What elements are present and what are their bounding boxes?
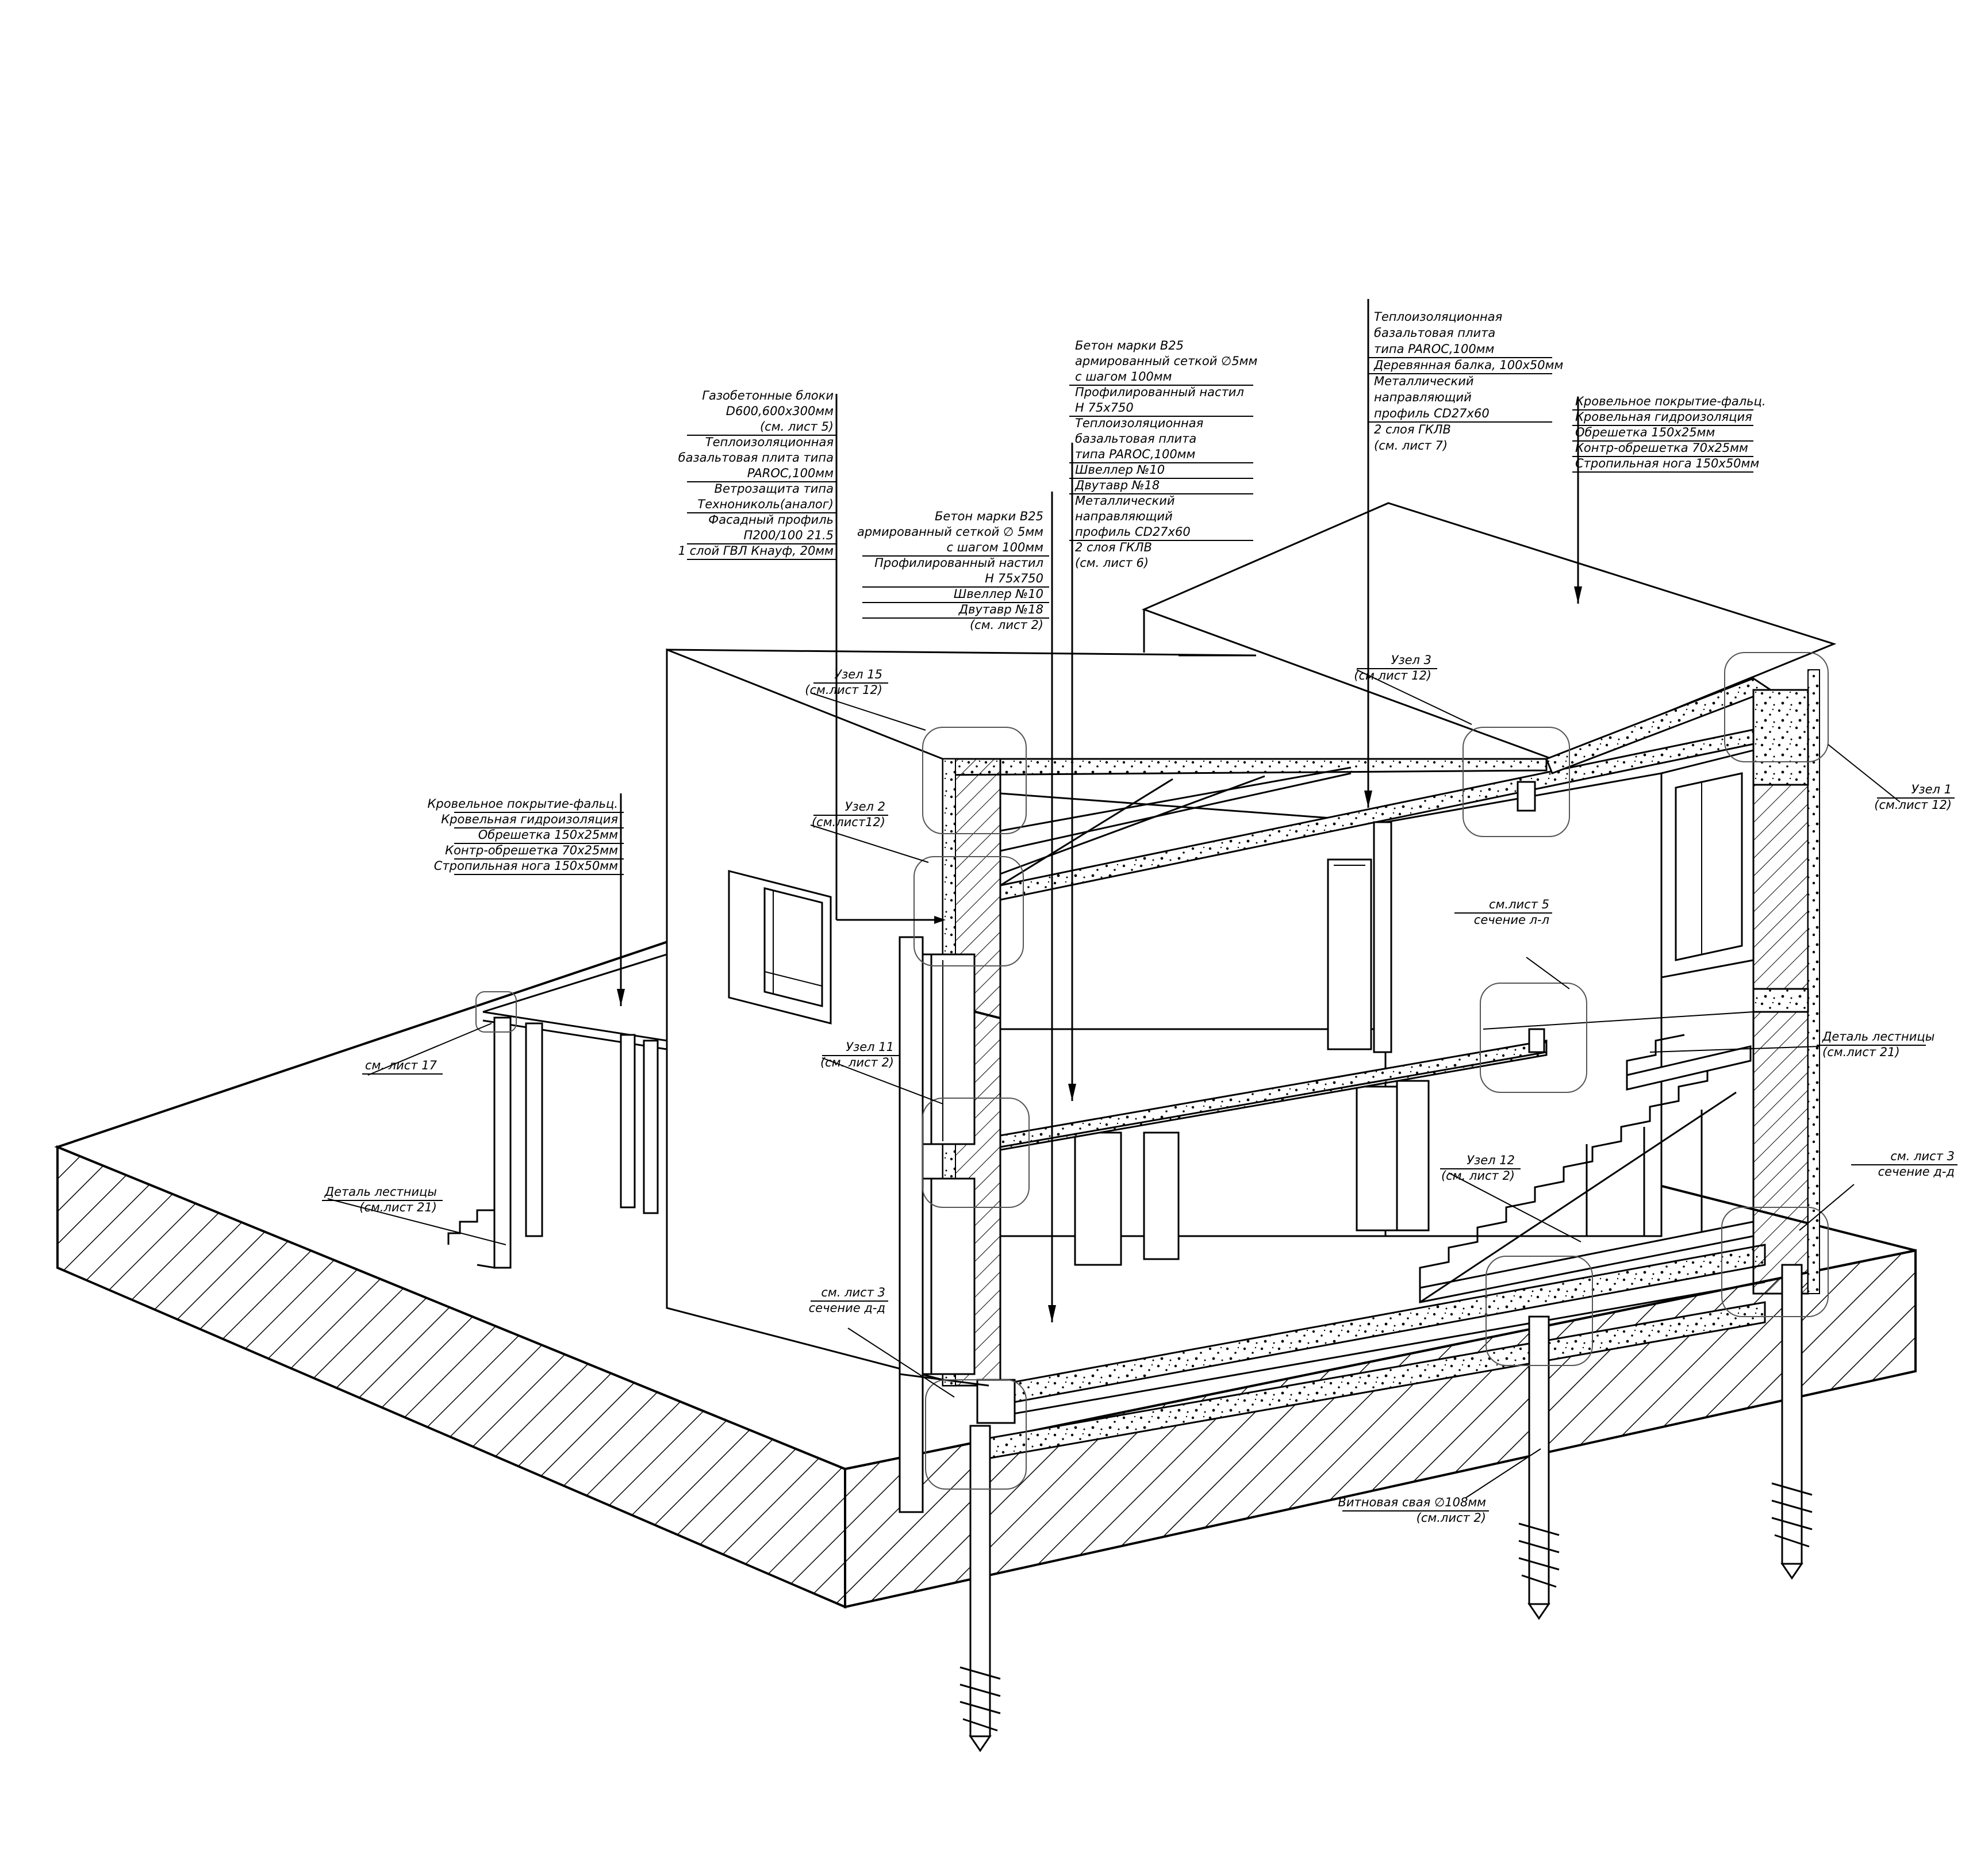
callout-floor2-line-7: (см. лист 2) [970,618,1043,632]
label-uzel11-line-0: Узел 11 [846,1040,894,1054]
callout-wall-line-4: базальтовая плита типа [678,451,834,465]
left-house-wall [666,648,1257,1381]
label-sheet5-line-0: см.лист 5 [1489,897,1549,911]
screw-piles [959,1264,1813,1752]
label-uzel3-line-1: (см.лист 12) [1354,669,1431,682]
callout-roof-right-line-0: Кровельное покрытие-фальц. [1575,394,1766,408]
label-sheet3-right-line-1: сечение д-д [1878,1165,1955,1179]
callout-floor2-line-3: Профилированный настил [874,556,1043,570]
callout-roof-left-line-1: Кровельная гидроизоляция [441,812,618,826]
callout-floor1-line-0: Бетон марки В25 [1075,339,1184,352]
interior-walls [999,749,1755,1266]
callout-floor1-line-6: базальтовая плита [1075,432,1196,446]
label-pile-line-0: Витновая свая ∅108мм [1338,1495,1486,1509]
callout-roof-left-line-0: Кровельное покрытие-фальц. [428,797,619,811]
callout-wall-line-2: (см. лист 5) [760,420,834,433]
callout-floor1-line-14: (см. лист 6) [1075,556,1149,570]
callout-wall-line-0: Газобетонные блоки [702,389,834,402]
callout-floor1-line-9: Двутавр №18 [1074,478,1160,492]
detail-node-markers [475,652,1829,1490]
label-pile-line-1: (см.лист 2) [1417,1511,1486,1525]
callout-wall-line-5: PAROC,100мм [747,466,834,480]
callout-wall-line-8: Фасадный профиль [708,513,834,527]
right-wall-section [1752,669,1820,1295]
callout-roof-right-line-3: Контр-обрешетка 70х25мм [1575,441,1748,455]
label-uzel15-line-1: (см.лист 12) [805,683,882,697]
label-uzel2-line-1: (см.лист12) [812,815,885,829]
callout-floor2-line-5: Швеллер №10 [954,587,1043,601]
callout-wall-line-3: Теплоизоляционная [705,435,834,449]
label-stairs-right-line-1: (см.лист 21) [1822,1045,1900,1059]
label-uzel1-line-0: Узел 1 [1911,782,1952,796]
label-uzel15-line-0: Узел 15 [834,667,882,681]
back-roof [1141,502,1837,760]
callout-floor2-line-6: Двутавр №18 [958,603,1043,616]
callout-roof-right-line-1: Кровельная гидроизоляция [1575,410,1752,424]
callout-floor2-line-0: Бетон марки В25 [935,509,1043,523]
label-stairs-left-line-1: (см.лист 21) [359,1200,437,1214]
label-uzel1-line-1: (см.лист 12) [1874,798,1952,812]
label-uzel2-line-0: Узел 2 [845,800,885,814]
label-uzel11-line-1: (см. лист 2) [820,1056,894,1069]
callout-wall-line-10: 1 слой ГВЛ Кнауф, 20мм [678,544,834,558]
callout-floor1-line-8: Швеллер №10 [1075,463,1165,477]
callout-roof-left-line-3: Контр-обрешетка 70х25мм [445,843,618,857]
callout-floor1-line-11: направляющий [1075,509,1173,523]
label-uzel12-line-0: Узел 12 [1467,1153,1515,1167]
callout-wall-line-9: П200/100 21.5 [744,528,834,542]
callout-ceiling-line-1: базальтовая плита [1374,326,1495,340]
callout-floor1-line-1: армированный сеткой ∅5мм [1075,354,1258,368]
label-stairs-left-line-0: Деталь лестницы [324,1185,437,1199]
callout-roof-left-line-2: Обрешетка 150х25мм [478,828,618,842]
callout-ceiling-line-4: Металлический [1374,374,1474,388]
callout-roof-left-line-4: Стропильная нога 150х50мм [434,859,618,873]
callout-wall-line-1: D600,600х300мм [726,404,834,418]
callout-ceiling-line-3: Деревянная балка, 100х50мм [1373,358,1563,372]
callout-floor1-line-5: Теплоизоляционная [1075,416,1203,430]
front-wall-section [899,758,1016,1513]
callout-ceiling-line-8: (см. лист 7) [1374,439,1448,452]
callout-floor2-line-1: армированный сеткой ∅ 5мм [857,525,1043,539]
label-sheet3-left-line-0: см. лист 3 [821,1286,885,1299]
callout-ceiling-line-2: типа PAROC,100мм [1374,342,1495,356]
label-sheet3-right-line-0: см. лист 3 [1890,1149,1955,1163]
callout-ceiling-line-7: 2 слоя ГКЛВ [1374,423,1451,436]
label-sheet17-line-0: см. лист 17 [365,1058,437,1072]
callout-floor1-line-4: Н 75х750 [1075,401,1134,415]
porch-canopy [447,953,667,1269]
roof-structure [942,677,1773,1053]
callout-floor1-line-7: типа PAROC,100мм [1075,447,1196,461]
callout-ceiling-line-0: Теплоизоляционная [1374,310,1502,324]
label-sheet3-left-line-1: сечение д-д [809,1301,885,1315]
callout-floor1-line-12: профиль CD27х60 [1075,525,1191,539]
callout-ceiling-line-6: профиль CD27х60 [1374,406,1490,420]
label-uzel12-line-1: (см. лист 2) [1441,1169,1515,1183]
callout-floor2-line-4: Н 75х750 [985,571,1043,585]
label-sheet5-line-1: сечение л-л [1474,913,1549,927]
callout-roof-right-line-2: Обрешетка 150х25мм [1575,425,1715,439]
callout-wall-line-6: Ветрозащита типа [715,482,834,496]
callout-floor1-line-2: с шагом 100мм [1075,370,1172,383]
callout-wall-line-7: Технониколь(аналог) [697,497,834,511]
callout-floor1-line-10: Металлический [1075,494,1175,508]
label-uzel3-line-0: Узел 3 [1391,653,1431,667]
callout-floor2-line-2: с шагом 100мм [947,540,1044,554]
callout-ceiling-line-5: направляющий [1374,390,1472,404]
callout-roof-right-line-4: Стропильная нога 150х50мм [1575,456,1759,470]
callout-floor1-line-13: 2 слоя ГКЛВ [1075,540,1152,554]
label-stairs-right-line-0: Деталь лестницы [1822,1030,1934,1043]
callout-floor1-line-3: Профилированный настил [1075,385,1244,399]
floor-slabs [976,1028,1766,1461]
